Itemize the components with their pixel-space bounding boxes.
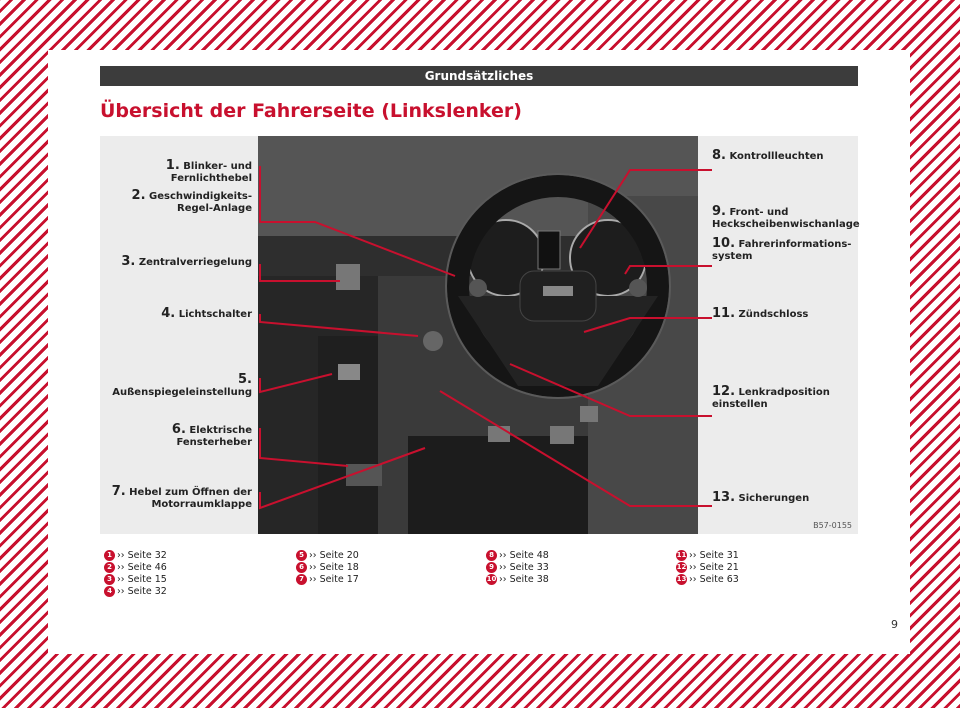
label-8: 8. Kontrollleuchten: [712, 148, 824, 163]
reference-item[interactable]: 3›› Seite 15: [104, 574, 167, 586]
reference-item[interactable]: 12›› Seite 21: [676, 562, 739, 573]
reference-item[interactable]: 5›› Seite 20: [296, 550, 359, 562]
reference-item[interactable]: 1›› Seite 32: [104, 550, 167, 562]
reference-item[interactable]: 11›› Seite 31: [676, 550, 739, 561]
page-content: Grundsätzliches Übersicht der Fahrerseit…: [48, 50, 910, 654]
reference-column-2: 5›› Seite 20 6›› Seite 18 7›› Seite 17: [296, 550, 359, 586]
label-11: 11. Zündschloss: [712, 306, 809, 321]
reference-column-4: 11›› Seite 31 12›› Seite 21 13›› Seite 6…: [676, 550, 739, 586]
label-12: 12. Lenkradposition einstellen: [712, 384, 830, 410]
label-6: 6. Elektrische Fensterheber: [171, 422, 252, 448]
label-10: 10. Fahrerinformations-system: [712, 236, 852, 262]
page-references: 1›› Seite 32 2›› Seite 46 3›› Seite 15 4…: [100, 550, 858, 610]
reference-column-3: 8›› Seite 48 9›› Seite 33 10›› Seite 38: [486, 550, 549, 586]
figure-code: B57-0155: [813, 521, 852, 530]
reference-item[interactable]: 10›› Seite 38: [486, 574, 549, 585]
label-4: 4. Lichtschalter: [161, 306, 252, 321]
reference-item[interactable]: 13›› Seite 63: [676, 574, 739, 585]
reference-column-1: 1›› Seite 32 2›› Seite 46 3›› Seite 15 4…: [104, 550, 167, 598]
reference-item[interactable]: 6›› Seite 18: [296, 562, 359, 574]
label-2: 2. Geschwindigkeits-Regel-Anlage: [131, 188, 252, 214]
reference-item[interactable]: 4›› Seite 32: [104, 586, 167, 598]
reference-item[interactable]: 7›› Seite 17: [296, 574, 359, 586]
label-7: 7. Hebel zum Öffnen der Motorraumklappe: [111, 484, 252, 510]
label-13: 13. Sicherungen: [712, 490, 810, 505]
label-3: 3. Zentralverriegelung: [121, 254, 252, 269]
dashboard-figure: 1. Blinker- und Fernlichthebel 2. Geschw…: [100, 136, 860, 534]
page-number: 9: [891, 618, 898, 631]
dashboard-illustration: [258, 136, 698, 534]
leader-lines: [259, 166, 712, 510]
reference-item[interactable]: 9›› Seite 33: [486, 562, 549, 574]
label-9: 9. Front- und Heckscheibenwischanlage: [712, 204, 860, 230]
dashboard-photo: [258, 136, 698, 534]
label-5: 5. Außenspiegeleinstellung: [112, 372, 252, 398]
label-1: 1. Blinker- und Fernlichthebel: [165, 158, 252, 184]
reference-item[interactable]: 2›› Seite 46: [104, 562, 167, 574]
reference-item[interactable]: 8›› Seite 48: [486, 550, 549, 562]
page-title: Übersicht der Fahrerseite (Linkslenker): [100, 100, 522, 122]
section-header: Grundsätzliches: [100, 66, 858, 86]
